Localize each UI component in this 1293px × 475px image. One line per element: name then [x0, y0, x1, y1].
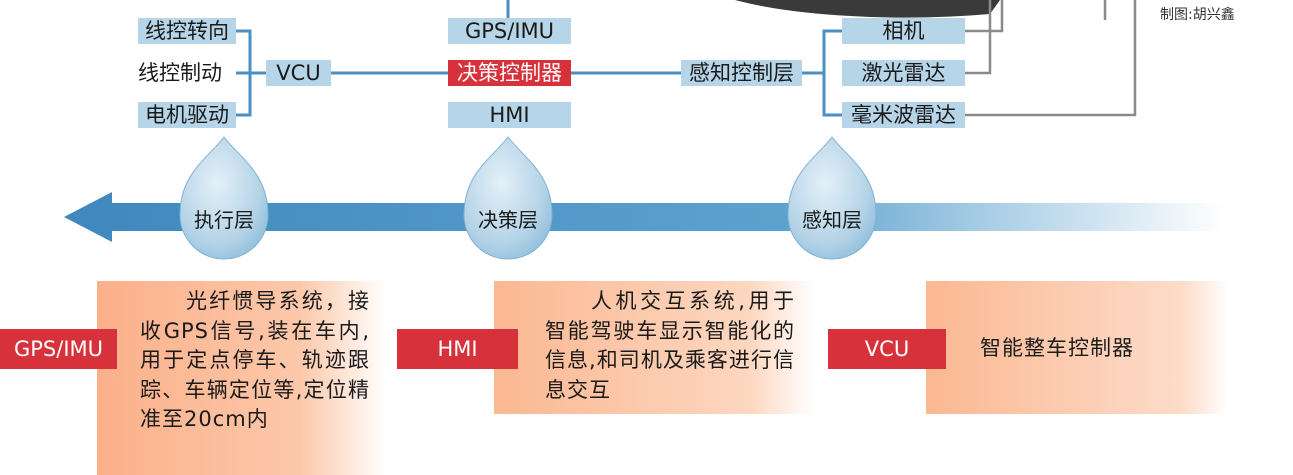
- layer-perception-label: 感知层: [802, 208, 862, 232]
- layer-arrow: [64, 192, 1225, 242]
- layer-decision-label: 决策层: [478, 208, 538, 232]
- vcu-hub-label: VCU: [266, 60, 331, 86]
- item-steer-by-wire: 线控转向: [138, 18, 236, 44]
- note-card-gps-bg: [97, 281, 387, 475]
- item-brake-by-wire: 线控制动: [138, 61, 222, 85]
- perception-control-layer-label: 感知控制层: [681, 60, 802, 86]
- vehicle-silhouette: [735, 0, 1000, 18]
- decision-controller-label: 决策控制器: [448, 60, 571, 86]
- note-text-gps-imu: 光纤惯导系统，接收GPS信号,装在车内,用于定点停车、轨迹跟踪、车辆定位等,定位…: [140, 289, 370, 431]
- note-text-vcu: 智能整车控制器: [980, 336, 1134, 360]
- sensor-wires: [965, 0, 1137, 117]
- note-text-hmi: 人机交互系统,用于智能驾驶车显示智能化的信息,和司机及乘客进行信息交互: [545, 289, 795, 402]
- note-tag-gps-imu: GPS/IMU: [0, 329, 117, 369]
- credit-text: 制图:胡兴鑫: [1160, 7, 1235, 23]
- gps-imu-label: GPS/IMU: [448, 18, 571, 44]
- item-motor-drive: 电机驱动: [138, 102, 236, 128]
- camera-label: 相机: [842, 18, 965, 44]
- hmi-label: HMI: [448, 102, 571, 128]
- lidar-label: 激光雷达: [842, 60, 965, 86]
- note-card-hmi-bg: [494, 281, 814, 414]
- note-card-vcu-bg: [926, 281, 1228, 414]
- layer-execution-label: 执行层: [194, 208, 254, 232]
- connector-lines: [236, 0, 842, 117]
- note-tag-vcu: VCU: [828, 329, 946, 369]
- mmwave-radar-label: 毫米波雷达: [842, 102, 965, 128]
- note-tag-hmi: HMI: [397, 329, 518, 369]
- layer-drops: [179, 136, 877, 260]
